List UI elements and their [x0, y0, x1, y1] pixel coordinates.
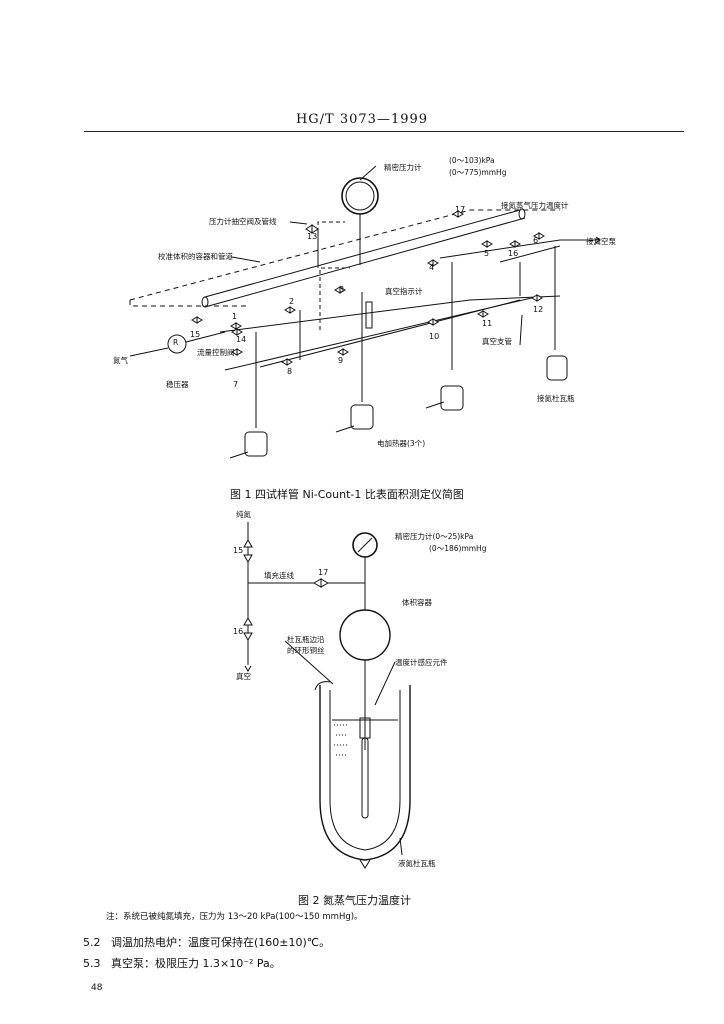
fig2-gauge-label: 精密压力计(0～25)kPa: [395, 532, 474, 541]
fig2-rim-wire-label: 杜瓦瓶边沿: [287, 635, 325, 644]
valve-number: 16: [508, 249, 519, 258]
fig1-heater-label: 电加热器(3个): [377, 439, 426, 448]
fig1-gauge-range-kpa: (0～103)kPa: [449, 156, 495, 165]
fig2-pure-n2-label: 纯氮: [236, 510, 251, 519]
item-number: 5.3: [83, 957, 101, 970]
valve-number: 17: [455, 205, 466, 214]
valve-number: 13: [307, 232, 318, 241]
fig2-vacuum-label: 真空: [236, 672, 251, 681]
fig2-fill-line-label: 填充连线: [264, 571, 294, 580]
fig1-gauge-range-mmhg: (0～775)mmHg: [449, 168, 507, 177]
header-rule: [84, 131, 684, 132]
item-text: 真空泵：极限压力 1.3×10⁻² Pa。: [111, 957, 281, 970]
fig1-regulator-symbol: R: [173, 338, 179, 347]
valve-number: 4: [429, 263, 435, 272]
fig2-gauge-mmhg-label: (0～186)mmHg: [429, 544, 487, 553]
valve-number: 15: [233, 546, 244, 555]
fig1-calib-vessel-label: 校准体积的容器和管道: [158, 252, 233, 261]
fig1-gauge-label: 精密压力计: [384, 163, 422, 172]
valve-number: 16: [233, 627, 244, 636]
valve-number: 8: [287, 367, 293, 376]
figure2-caption: 图 2 氮蒸气压力温度计: [298, 894, 411, 907]
figure1-caption: 图 1 四试样管 Ni-Count-1 比表面积测定仪简图: [230, 488, 464, 501]
fig1-nitrogen-label: 氮气: [113, 356, 128, 365]
fig1-vent-valve-label: 压力计抽空阀及管线: [209, 217, 277, 226]
valve-number: 3: [339, 285, 345, 294]
item-5-2: 5.2 调温加热电炉：温度可保持在(160±10)℃。: [83, 934, 330, 950]
fig1-flow-valve-label: 流量控制阀: [197, 348, 235, 357]
valve-number: 5: [484, 249, 490, 258]
standard-header: HG/T 3073—1999: [295, 112, 429, 127]
fig1-vacuum-branch-label: 真空支管: [482, 337, 512, 346]
valve-number: 1: [232, 312, 238, 321]
valve-number: 12: [533, 305, 544, 314]
figure-note: 注：系统已被纯氮填充，压力为 13～20 kPa(100～150 mmHg)。: [106, 912, 363, 922]
fig1-vacuum-pump-label: 接真空泵: [586, 237, 616, 246]
valve-number: 10: [429, 332, 440, 341]
valve-number: 9: [338, 356, 344, 365]
valve-number: 2: [289, 297, 295, 306]
fig1-regulator-label: 稳压器: [166, 380, 189, 389]
fig2-dewar-label: 液氮杜瓦瓶: [398, 859, 436, 868]
fig2-sensor-label: 温度计感应元件: [395, 658, 448, 667]
page-number: 48: [91, 983, 103, 993]
item-text: 调温加热电炉：温度可保持在(160±10)℃。: [111, 936, 331, 949]
valve-number: 6: [533, 236, 539, 245]
valve-number: 7: [233, 380, 239, 389]
item-5-3: 5.3 真空泵：极限压力 1.3×10⁻² Pa。: [83, 955, 281, 971]
fig1-n2-thermometer-label: 接氮蒸气压力温度计: [501, 201, 569, 210]
valve-number: 14: [236, 335, 247, 344]
valve-number: 11: [482, 319, 493, 328]
item-number: 5.2: [83, 936, 101, 949]
valve-number: 15: [190, 330, 201, 339]
valve-number: 17: [318, 568, 329, 577]
fig2-rim-wire-label-2: 的环形铜丝: [287, 646, 325, 655]
fig1-dewar-label: 接氮杜瓦瓶: [537, 394, 575, 403]
fig1-vacuum-indicator-label: 真空指示计: [385, 287, 423, 296]
fig2-volume-vessel-label: 体积容器: [402, 598, 432, 607]
